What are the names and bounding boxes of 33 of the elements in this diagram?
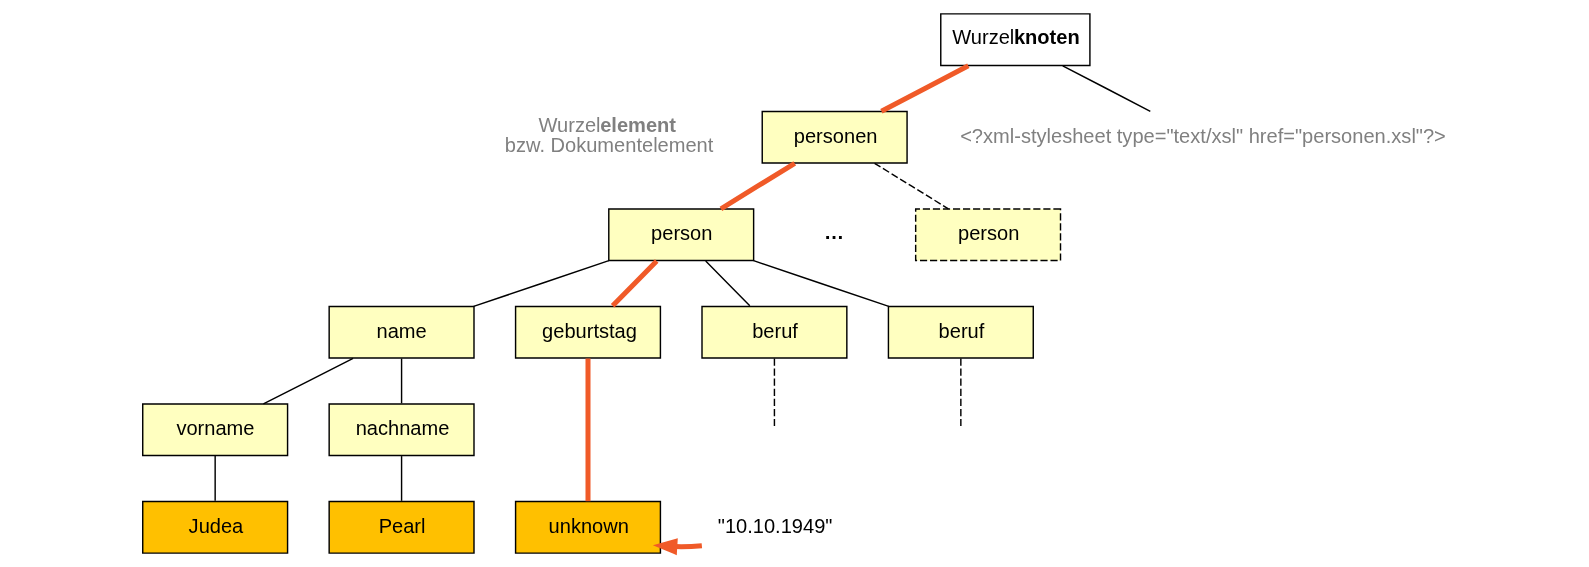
node-box: vorname (142, 403, 289, 457)
connector (960, 357, 962, 429)
node-text: "10.10.1949" (717, 514, 833, 537)
connector (752, 259, 890, 308)
node-box: person (608, 208, 755, 262)
node-box: personen (761, 110, 908, 164)
connector (1062, 65, 1152, 112)
connector (214, 455, 216, 502)
connector (262, 357, 354, 405)
node-box: unknown (514, 500, 662, 554)
node-box: beruf (887, 305, 1034, 359)
node-text: <?xml-stylesheet type="text/xsl" href="personen.xsl"?> (960, 124, 1446, 147)
connector (400, 357, 403, 405)
node-box: Judea (142, 500, 289, 554)
connector (880, 63, 970, 114)
node-label: Wurzelelement bzw. Dokumentelement (504, 113, 714, 156)
connector (773, 357, 776, 429)
node-box: beruf (701, 305, 848, 359)
connector (610, 259, 659, 308)
node-box: name (328, 305, 475, 359)
node-box: Wurzelknoten (940, 13, 1091, 67)
connector (585, 358, 591, 502)
connector (719, 161, 797, 211)
label: … (823, 220, 844, 243)
node-box: geburtstag (514, 305, 662, 359)
connector (705, 260, 751, 307)
node-box: nachname (328, 403, 475, 457)
connector (472, 259, 610, 308)
node-box: Pearl (328, 500, 475, 554)
connector (400, 455, 403, 502)
node-box: person (914, 208, 1062, 262)
arrow (652, 538, 703, 556)
connector (873, 162, 950, 210)
